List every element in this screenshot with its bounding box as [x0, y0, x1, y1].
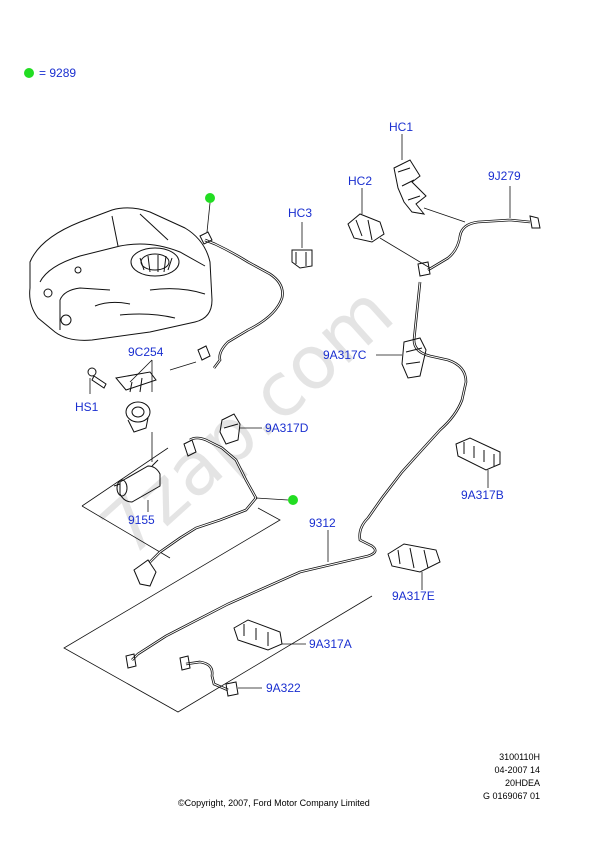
hose-9a322	[179, 655, 239, 697]
label-9a317c: 9A317C	[323, 348, 367, 362]
green-marker-9289-lower	[288, 495, 298, 505]
legend-text: = 9289	[39, 66, 76, 80]
green-marker-9289-upper	[205, 193, 215, 203]
label-9155: 9155	[128, 513, 155, 527]
label-9312: 9312	[309, 516, 336, 530]
legend-marker	[24, 68, 34, 78]
label-9j279: 9J279	[488, 169, 521, 183]
clip-9a317c	[401, 337, 427, 379]
copyright: ©Copyright, 2007, Ford Motor Company Lim…	[178, 798, 370, 808]
bracket-9c254	[115, 371, 157, 433]
label-hc1: HC1	[389, 120, 413, 134]
fuel-tank	[29, 207, 213, 341]
clip-9a317d	[219, 413, 241, 445]
hose-filter-outlet	[133, 436, 258, 587]
label-9a317d: 9A317D	[265, 421, 309, 435]
clip-hc3	[291, 249, 313, 269]
label-9a317a: 9A317A	[309, 637, 352, 651]
pipe-9312	[125, 281, 468, 669]
clip-hc2	[347, 213, 385, 243]
vent-pipe-upper	[197, 231, 284, 369]
fuel-filter-9155	[113, 459, 161, 503]
clip-9a317e	[387, 543, 441, 573]
label-hc3: HC3	[288, 206, 312, 220]
hose-9j279	[417, 215, 541, 277]
label-9a317e: 9A317E	[392, 589, 435, 603]
footer-line-1: 3100110H	[499, 752, 540, 762]
clip-hc1	[393, 159, 427, 215]
group-outline	[63, 447, 373, 713]
clip-9a317a	[233, 619, 283, 651]
label-9a317b: 9A317B	[461, 488, 504, 502]
footer-line-3: 20HDEA	[505, 778, 540, 788]
footer-line-4: G 0169067 01	[483, 791, 540, 801]
label-hs1: HS1	[75, 400, 99, 414]
label-hc2: HC2	[348, 174, 372, 188]
bolt-hs1	[87, 367, 107, 389]
clip-9a317b	[455, 437, 501, 471]
footer-line-2: 04-2007 14	[494, 765, 540, 775]
label-9a322: 9A322	[266, 681, 301, 695]
label-9c254: 9C254	[128, 345, 164, 359]
